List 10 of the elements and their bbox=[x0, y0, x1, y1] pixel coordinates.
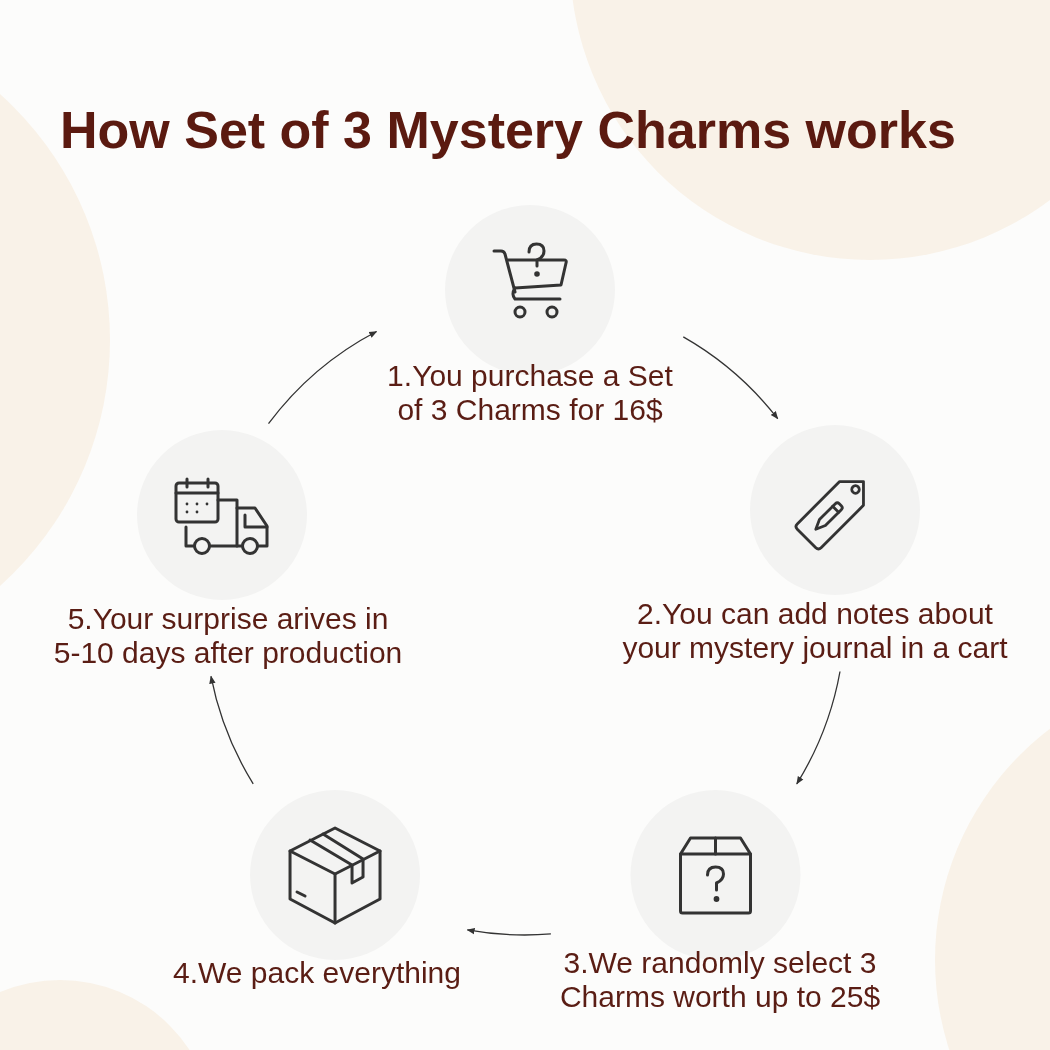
step-text: 3.We randomly select 3 Charms worth up to 25$ bbox=[558, 946, 882, 1014]
step-text: 4.We pack everything bbox=[173, 956, 461, 990]
curved-arrow bbox=[466, 927, 552, 936]
step-text: 5.Your surprise arives in 5-10 days after production bbox=[52, 602, 404, 670]
curved-arrow bbox=[267, 330, 378, 425]
curved-arrow bbox=[682, 336, 779, 420]
curved-arrow bbox=[209, 675, 254, 785]
step-text: 2.You can add notes about your mystery journal in a cart bbox=[621, 597, 1009, 665]
step-text: 1.You purchase a Set of 3 Charms for 16$ bbox=[386, 359, 674, 427]
curved-arrow bbox=[796, 670, 841, 785]
